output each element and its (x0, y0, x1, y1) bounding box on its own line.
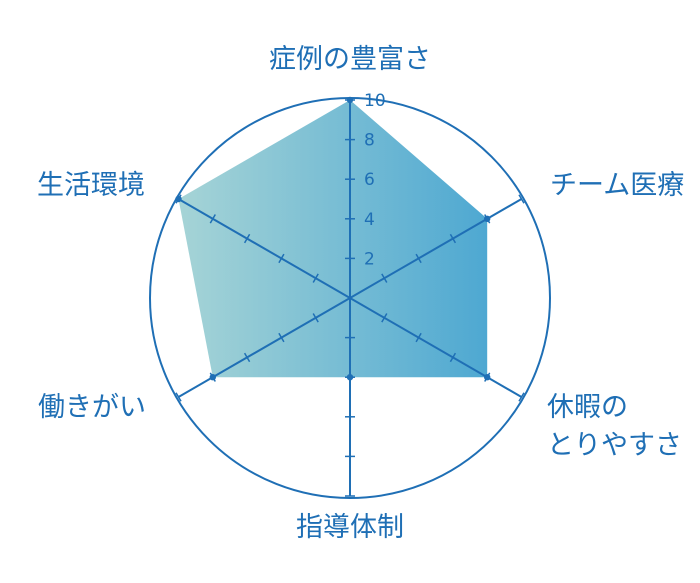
axis-tick (278, 332, 285, 343)
axis-tick (415, 253, 422, 264)
axis-tick (449, 233, 457, 244)
axis-label: チーム医療 (550, 170, 684, 201)
axis-label: 生活環境 (37, 170, 145, 201)
tick-label: 4 (364, 210, 375, 230)
data-point (346, 96, 354, 104)
axis-tick (243, 352, 251, 363)
axis-line (178, 297, 351, 398)
axis-tick (209, 214, 216, 224)
axis-tick (518, 194, 525, 204)
axis-tick (415, 332, 422, 343)
axis-tick (449, 352, 457, 363)
axis-tick (175, 392, 182, 402)
axis-tick (518, 392, 525, 402)
data-point (484, 215, 491, 222)
axis-label: 指導体制 (296, 512, 404, 543)
data-point (346, 374, 354, 381)
tick-label: 8 (364, 131, 375, 151)
tick-label: 2 (364, 249, 375, 269)
data-point (175, 195, 182, 203)
axis-tick (381, 273, 388, 283)
axis-line (178, 198, 351, 299)
axis-label: 休暇のとりやすさ (547, 392, 682, 461)
axis-tick (312, 273, 319, 283)
axis-line (349, 297, 522, 398)
data-point (209, 374, 216, 381)
tick-label: 6 (364, 170, 375, 190)
axis-label: 症例の豊富さ (269, 44, 431, 75)
data-point (484, 374, 491, 381)
data-area (178, 100, 488, 378)
axis-tick (243, 233, 251, 244)
axis-tick (278, 253, 285, 264)
axis-line (349, 198, 522, 299)
axis-tick (381, 313, 388, 323)
axis-tick (312, 313, 319, 323)
axis-label: 働きがい (38, 392, 146, 423)
tick-label: 10 (364, 91, 386, 111)
